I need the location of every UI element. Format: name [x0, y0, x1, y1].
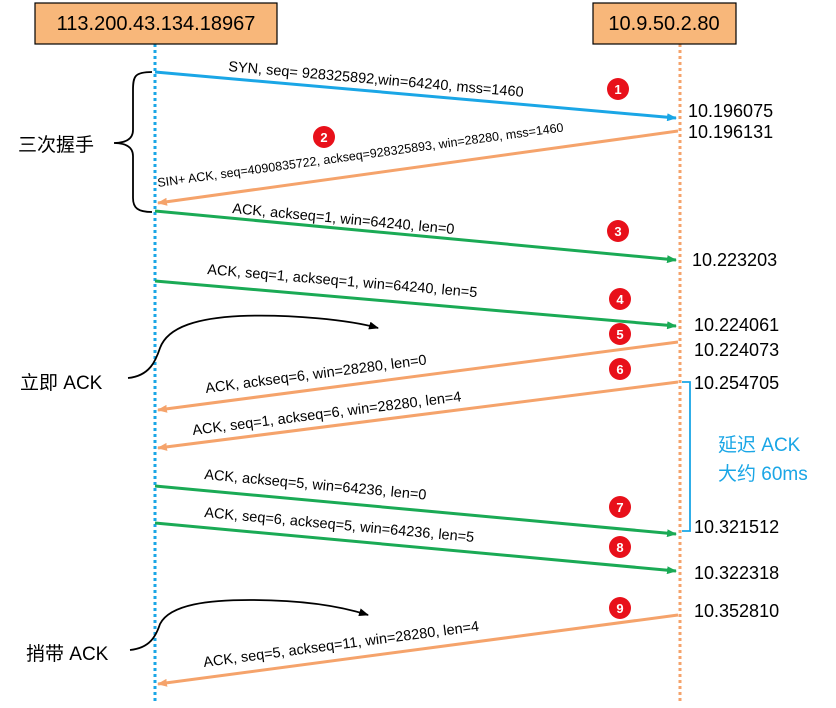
left-host-label: 113.200.43.134.18967	[57, 13, 256, 35]
step-badge-4: 4	[609, 288, 631, 310]
svg-text:3: 3	[614, 224, 621, 239]
timestamp-9: 10.352810	[694, 601, 779, 621]
timestamp-4: 10.224061	[694, 315, 779, 335]
immediate-ack-label: 立即 ACK	[20, 372, 103, 394]
step-badge-8: 8	[609, 536, 631, 558]
message-label-7: ACK, ackseq=5, win=64236, len=0	[204, 467, 427, 504]
svg-text:2: 2	[320, 130, 327, 145]
arrow-1-syn	[154, 70, 677, 122]
svg-text:4: 4	[616, 292, 624, 307]
right-host: 10.9.50.2.80	[592, 2, 737, 45]
step-badge-2: 2	[313, 126, 335, 148]
piggyback-ack-label: 捎带 ACK	[26, 643, 109, 665]
piggyback-ack-curve	[129, 599, 369, 651]
right-host-label: 10.9.50.2.80	[608, 13, 719, 35]
arrow-9-data	[157, 613, 679, 687]
svg-text:1: 1	[614, 82, 621, 97]
arrow-5-ack	[157, 340, 679, 413]
message-label-9: ACK, seq=5, ackseq=11, win=28280, len=4	[202, 619, 480, 671]
arrow-4-data	[154, 279, 677, 330]
timestamp-5: 10.224073	[694, 340, 779, 360]
svg-text:8: 8	[616, 540, 623, 555]
arrow-6-data	[157, 380, 679, 451]
step-badge-9: 9	[609, 597, 631, 619]
timestamp-3: 10.223203	[692, 250, 777, 270]
delay-bracket	[682, 381, 691, 532]
svg-text:9: 9	[616, 601, 623, 616]
delay-label-line2: 大约 60ms	[718, 463, 808, 485]
timestamp-8: 10.322318	[694, 563, 779, 583]
handshake-brace	[113, 71, 153, 213]
svg-text:7: 7	[616, 500, 623, 515]
step-badge-5: 5	[609, 323, 631, 345]
step-badge-3: 3	[607, 220, 629, 242]
arrow-8-data	[154, 521, 677, 575]
arrow-7-ack	[154, 484, 677, 538]
message-label-4: ACK, seq=1, ackseq=1, win=64240, len=5	[207, 262, 478, 301]
arrow-3-ack	[154, 209, 677, 264]
svg-text:6: 6	[616, 362, 623, 377]
handshake-label: 三次握手	[18, 134, 94, 156]
step-badge-7: 7	[609, 496, 631, 518]
delay-label-line1: 延迟 ACK	[718, 434, 801, 456]
immediate-ack-curve	[127, 314, 379, 379]
arrow-2-synack	[157, 129, 679, 206]
svg-text:5: 5	[616, 327, 623, 342]
timestamp-2: 10.196131	[688, 122, 773, 142]
message-label-1: SYN, seq= 928325892,win=64240, mss=1460	[228, 59, 525, 101]
timestamp-1: 10.196075	[688, 101, 773, 121]
step-badge-1: 1	[607, 78, 629, 100]
message-label-3: ACK, ackseq=1, win=64240, len=0	[232, 201, 455, 238]
timestamp-6: 10.254705	[694, 373, 779, 393]
timestamp-7: 10.321512	[694, 517, 779, 537]
left-host: 113.200.43.134.18967	[34, 2, 278, 45]
step-badge-6: 6	[609, 358, 631, 380]
